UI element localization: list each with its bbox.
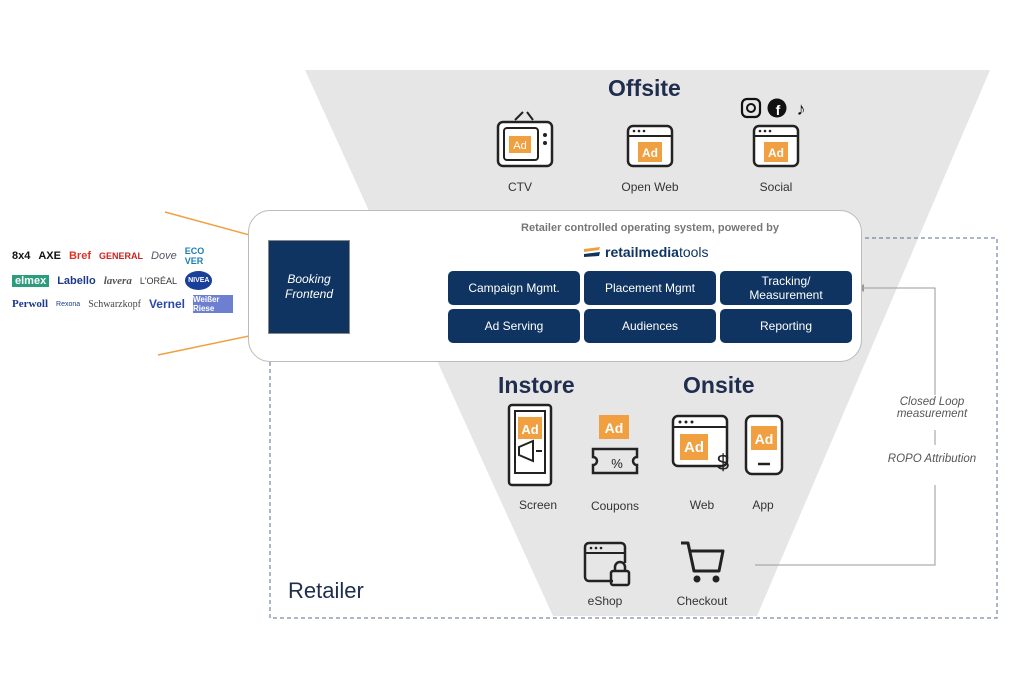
svg-text:Ad: Ad [521, 422, 538, 437]
brand-logo: 8x4 [12, 250, 31, 262]
coupons-label: Coupons [590, 499, 640, 513]
brand-logo: Schwarzkopf [88, 298, 141, 310]
checkout-label: Checkout [676, 594, 728, 608]
web-icon: Ad $ [671, 414, 729, 474]
brand-logo: Perwoll [12, 298, 49, 310]
tv-icon: Ad [496, 111, 554, 168]
brand-logo: ECO VER [184, 246, 205, 266]
instore-title: Instore [498, 372, 575, 398]
brand-logo: lavera [103, 274, 132, 287]
logo-mark-icon [584, 247, 600, 257]
module-tracking-measurement: Tracking/ Measurement [720, 271, 852, 305]
logo-text-light: tools [678, 244, 709, 260]
module-campaign-mgmt: Campaign Mgmt. [448, 271, 580, 305]
svg-text:Ad: Ad [642, 146, 658, 160]
brand-logo: L'ORÉAL [139, 275, 178, 286]
brand-logo: Labello [57, 274, 96, 287]
retailer-label: Retailer [288, 578, 364, 603]
brand-logo: GENERAL [99, 251, 144, 261]
social-label: Social [759, 180, 793, 194]
svg-text:Ad: Ad [605, 420, 624, 436]
retailmediatools-logo: retailmediatools [583, 244, 709, 260]
open-web-icon: Ad [626, 124, 674, 168]
os-caption: Retailer controlled operating system, po… [521, 222, 779, 234]
svg-text:Ad: Ad [684, 439, 704, 456]
brand-logo: Vernel [148, 297, 185, 311]
coupons-icon: Ad % [591, 415, 639, 475]
closed-loop-label: Closed Loop measurement [896, 396, 968, 420]
ctv-label: CTV [508, 180, 532, 194]
ropo-label: ROPO Attribution [887, 453, 977, 465]
offsite-title: Offsite [608, 75, 681, 101]
module-ad-serving: Ad Serving [448, 309, 580, 343]
eshop-label: eShop [587, 594, 623, 608]
app-label: App [752, 498, 774, 512]
brand-logo: Bref [68, 250, 91, 262]
svg-text:♪: ♪ [797, 99, 806, 119]
open-web-label: Open Web [621, 180, 679, 194]
eshop-icon [583, 541, 631, 587]
social-icon: Ad [752, 124, 800, 168]
brand-logo: AXE [38, 250, 61, 262]
onsite-title: Onsite [683, 372, 755, 398]
brand-logo: NIVEA [185, 271, 213, 290]
svg-text:%: % [611, 456, 623, 471]
svg-text:Ad: Ad [513, 140, 526, 152]
module-grid: Campaign Mgmt. Placement Mgmt Tracking/ … [448, 271, 852, 343]
module-audiences: Audiences [584, 309, 716, 343]
social-logos-icon: f ♪ [740, 97, 806, 119]
module-placement-mgmt: Placement Mgmt [584, 271, 716, 305]
brand-logo: Rexona [56, 300, 81, 308]
logo-text: retailmedia [605, 244, 679, 260]
module-reporting: Reporting [720, 309, 852, 343]
retailer-boundary [269, 237, 998, 619]
brand-logos: 8x4 AXE Bref GENERAL Dove ECO VER elmex … [12, 246, 237, 313]
web-label: Web [689, 498, 715, 512]
svg-text:$: $ [717, 450, 729, 474]
svg-text:f: f [776, 102, 781, 118]
app-icon: Ad [744, 414, 784, 476]
brand-logo: Weißer Riese [192, 295, 233, 313]
svg-text:Ad: Ad [755, 431, 774, 447]
brand-logo: elmex [12, 274, 50, 287]
checkout-cart-icon [681, 541, 725, 583]
screen-label: Screen [518, 498, 558, 512]
svg-text:Ad: Ad [768, 146, 784, 160]
brand-logo: Dove [151, 250, 177, 262]
booking-frontend: Booking Frontend [268, 240, 350, 334]
screen-icon: Ad [507, 403, 553, 487]
